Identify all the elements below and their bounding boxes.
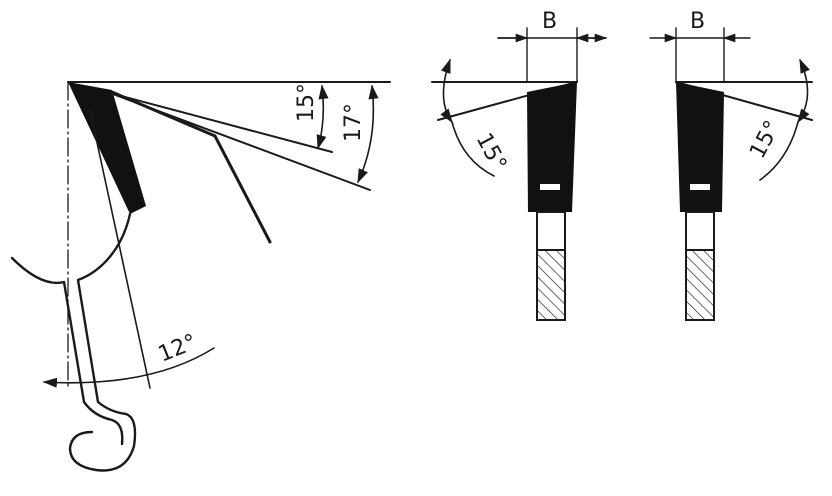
label-15deg-top: 15° [294,83,319,122]
label-17deg: 17° [341,103,366,142]
front-view-left-bevel: B 15° [431,9,608,321]
adjacent-tooth-line [213,134,272,244]
label-12deg: 12° [155,330,201,368]
arc-15deg [316,84,329,150]
arc-bevel-right [797,58,810,124]
line-15deg [109,92,333,153]
arc-bevel-left [440,58,453,124]
blade-body-right [685,249,715,321]
line-12deg [89,109,151,389]
blade-neck-right [685,211,715,251]
blade-outline-left [10,256,124,446]
blade-neck-left [536,211,566,251]
tooth-slot-left [540,184,560,190]
carbide-tip [68,82,146,214]
label-bevel-right: 15° [745,117,785,163]
arc-12deg [42,347,215,388]
gullet-curve [68,212,137,472]
label-B-left: B [542,9,557,34]
label-bevel-left: 15° [471,129,511,175]
tooth-tip-right [676,82,724,212]
blade-body-left [536,249,566,321]
tooth-tip-left [527,82,577,212]
tooth-back-line [110,90,217,138]
label-B-right: B [690,9,705,34]
arc-17deg [357,84,379,184]
side-view: 15° 17° 12° [10,81,391,472]
tooth-slot-right [690,184,710,190]
front-view-right-bevel: B 15° [649,9,813,321]
